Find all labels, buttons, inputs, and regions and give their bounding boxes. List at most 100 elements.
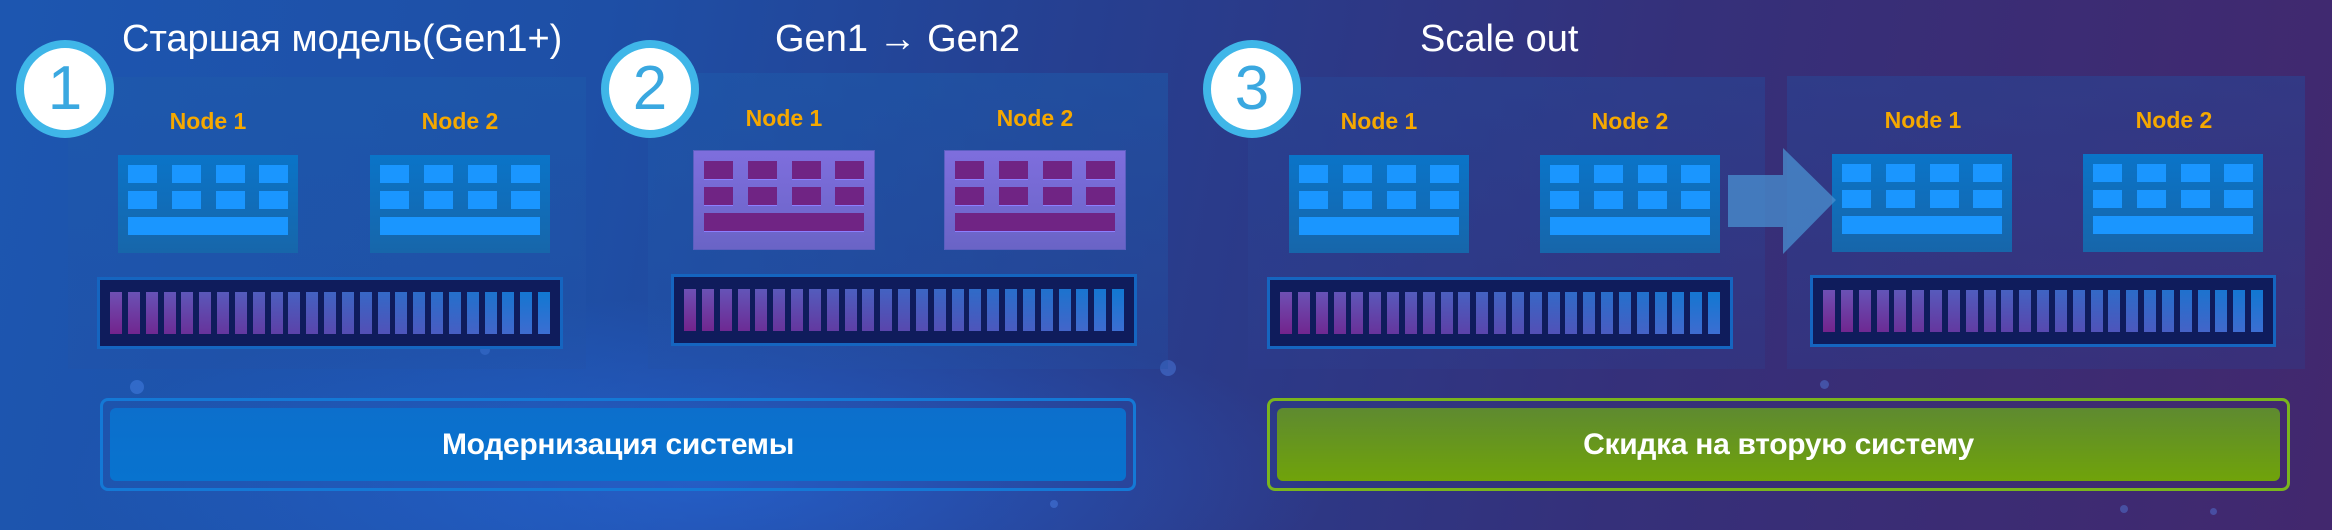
storage-slot bbox=[1654, 292, 1667, 334]
storage-slot bbox=[1280, 292, 1292, 334]
storage-slot bbox=[737, 289, 750, 331]
storage-slot bbox=[684, 289, 696, 331]
server-node-icon bbox=[118, 155, 298, 253]
storage-slot bbox=[2126, 290, 2139, 332]
node-label: Node 2 bbox=[1591, 108, 1669, 134]
storage-slot bbox=[538, 292, 550, 334]
storage-slot bbox=[1351, 292, 1364, 334]
particle bbox=[1820, 380, 1829, 389]
storage-slot bbox=[1022, 289, 1035, 331]
storage-slot bbox=[1912, 290, 1925, 332]
storage-slot bbox=[145, 292, 158, 334]
storage-slot bbox=[2251, 290, 2263, 332]
storage-slot bbox=[1076, 289, 1089, 331]
storage-slot bbox=[466, 292, 479, 334]
server-slot bbox=[1594, 165, 1623, 183]
storage-slot bbox=[341, 292, 354, 334]
storage-slot bbox=[915, 289, 928, 331]
storage-slot bbox=[1823, 290, 1835, 332]
server-slot bbox=[2137, 190, 2166, 208]
server-slot bbox=[1086, 161, 1115, 180]
server-slot bbox=[955, 187, 984, 206]
storage-rack-icon bbox=[97, 277, 563, 349]
storage-slot bbox=[270, 292, 283, 334]
server-slot bbox=[1930, 164, 1959, 182]
server-slot bbox=[424, 191, 453, 209]
storage-slot bbox=[701, 289, 714, 331]
storage-slot bbox=[110, 292, 122, 334]
storage-slot bbox=[1583, 292, 1596, 334]
storage-slot bbox=[1547, 292, 1560, 334]
storage-slot bbox=[1005, 289, 1017, 331]
second-system-discount-button[interactable]: Скидка на вторую систему bbox=[1267, 398, 2290, 491]
server-slot bbox=[2093, 164, 2122, 182]
node-label: Node 1 bbox=[169, 108, 247, 134]
server-slot bbox=[835, 187, 864, 206]
storage-slot bbox=[1369, 292, 1382, 334]
server-slot bbox=[1430, 165, 1459, 183]
storage-slot bbox=[1476, 292, 1489, 334]
storage-slot bbox=[2108, 290, 2121, 332]
storage-slot bbox=[163, 292, 176, 334]
server-slot bbox=[1930, 190, 1959, 208]
storage-slot bbox=[719, 289, 732, 331]
upgrade-system-label: Модернизация системы bbox=[110, 408, 1126, 481]
storage-slot bbox=[2161, 290, 2174, 332]
storage-slot bbox=[862, 289, 875, 331]
storage-slot bbox=[431, 292, 443, 334]
step-badge-2: 2 bbox=[601, 40, 699, 138]
server-slot bbox=[999, 161, 1028, 180]
storage-slot bbox=[1947, 290, 1960, 332]
server-slot bbox=[216, 165, 245, 183]
storage-slot bbox=[520, 292, 533, 334]
server-slot bbox=[380, 191, 409, 209]
server-slot bbox=[2093, 190, 2122, 208]
server-slot bbox=[1343, 191, 1372, 209]
storage-slot bbox=[1458, 292, 1471, 334]
storage-slot bbox=[413, 292, 426, 334]
server-slot bbox=[1638, 165, 1667, 183]
storage-slot bbox=[826, 289, 839, 331]
server-bar bbox=[1842, 216, 2002, 234]
server-node-icon bbox=[1832, 154, 2012, 252]
storage-slot bbox=[2197, 290, 2210, 332]
server-slot bbox=[1842, 164, 1871, 182]
server-slot bbox=[1681, 165, 1710, 183]
storage-slot bbox=[1511, 292, 1524, 334]
server-slot bbox=[128, 165, 157, 183]
storage-slot bbox=[181, 292, 194, 334]
storage-slot bbox=[1965, 290, 1978, 332]
server-bar bbox=[955, 213, 1115, 232]
server-slot bbox=[2224, 190, 2253, 208]
server-slot bbox=[259, 191, 288, 209]
server-bar bbox=[380, 217, 540, 235]
server-bar bbox=[1299, 217, 1459, 235]
storage-slot bbox=[933, 289, 946, 331]
storage-slot bbox=[1404, 292, 1417, 334]
step-badge-3: 3 bbox=[1203, 40, 1301, 138]
storage-slot bbox=[324, 292, 336, 334]
server-slot bbox=[1387, 165, 1416, 183]
server-slot bbox=[1886, 190, 1915, 208]
server-slot bbox=[2137, 164, 2166, 182]
particle bbox=[2210, 508, 2217, 515]
storage-slot bbox=[2179, 290, 2192, 332]
node-label: Node 1 bbox=[1340, 108, 1418, 134]
upgrade-system-button[interactable]: Модернизация системы bbox=[100, 398, 1136, 491]
particle bbox=[2120, 505, 2128, 513]
particle bbox=[130, 380, 144, 394]
server-slot bbox=[1299, 165, 1328, 183]
server-slot bbox=[172, 165, 201, 183]
server-slot bbox=[1842, 190, 1871, 208]
server-slot bbox=[1594, 191, 1623, 209]
server-slot bbox=[1973, 190, 2002, 208]
server-node-icon bbox=[1540, 155, 1720, 253]
server-slot bbox=[424, 165, 453, 183]
storage-slot bbox=[1387, 292, 1399, 334]
storage-slot bbox=[1040, 289, 1053, 331]
storage-slot bbox=[1094, 289, 1107, 331]
storage-slot bbox=[127, 292, 140, 334]
storage-slot bbox=[502, 292, 515, 334]
storage-slot bbox=[2072, 290, 2085, 332]
server-slot bbox=[216, 191, 245, 209]
